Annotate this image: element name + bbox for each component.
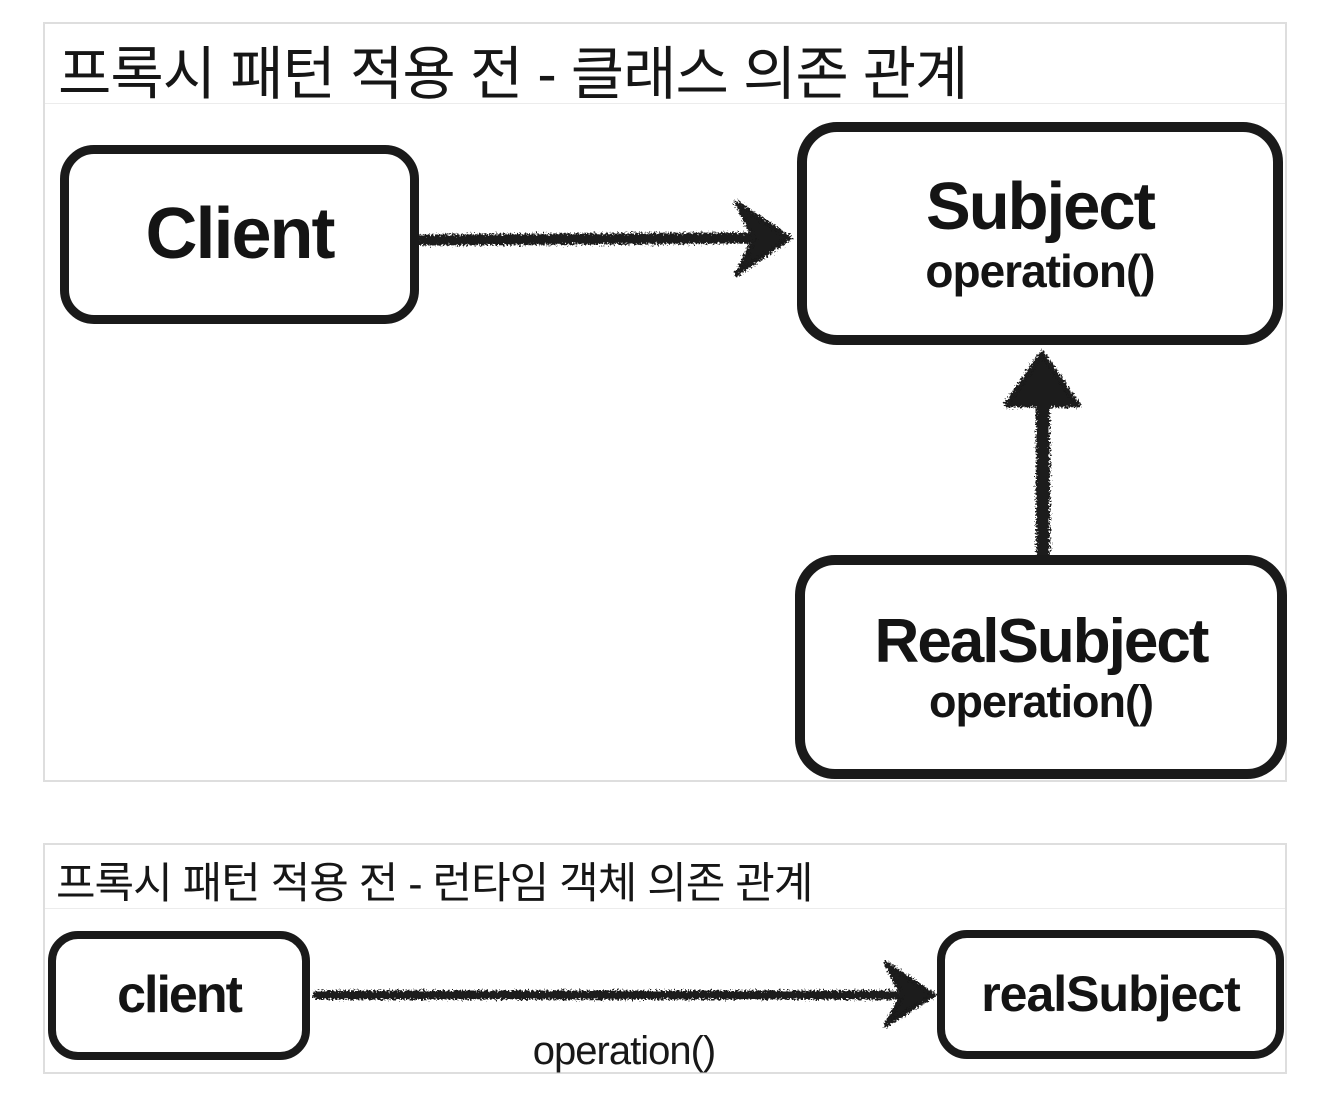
runtime-panel-title: 프록시 패턴 적용 전 - 런타임 객체 의존 관계	[45, 845, 1285, 909]
runtime-node-client-label: client	[117, 966, 243, 1025]
runtime-node-realsubject: realSubject	[937, 930, 1284, 1059]
runtime-dependency-panel: 프록시 패턴 적용 전 - 런타임 객체 의존 관계 client realSu…	[43, 843, 1287, 1074]
class-node-client: Client	[60, 145, 419, 324]
class-dependency-panel: 프록시 패턴 적용 전 - 클래스 의존 관계 Client Subject o…	[43, 22, 1287, 782]
class-node-realsubject-label: RealSubject	[874, 606, 1210, 676]
class-node-realsubject-method: operation()	[929, 675, 1154, 727]
runtime-edge-operation-label: operation()	[532, 1029, 716, 1073]
runtime-node-realsubject-label: realSubject	[981, 966, 1241, 1023]
class-node-subject-method: operation()	[925, 244, 1155, 297]
class-node-subject: Subject operation()	[797, 122, 1283, 345]
class-node-subject-label: Subject	[926, 169, 1156, 245]
class-node-client-label: Client	[145, 193, 335, 274]
client-to-subject-arrow-shaft	[417, 232, 753, 246]
class-node-realsubject: RealSubject operation()	[795, 555, 1287, 779]
client-to-subject-arrow-head	[734, 200, 792, 277]
client-to-realsubject-arrow-head	[884, 961, 936, 1027]
realsubject-to-subject-arrow-head	[1003, 350, 1081, 408]
runtime-node-client: client	[48, 931, 310, 1060]
class-panel-title: 프록시 패턴 적용 전 - 클래스 의존 관계	[45, 24, 1285, 104]
